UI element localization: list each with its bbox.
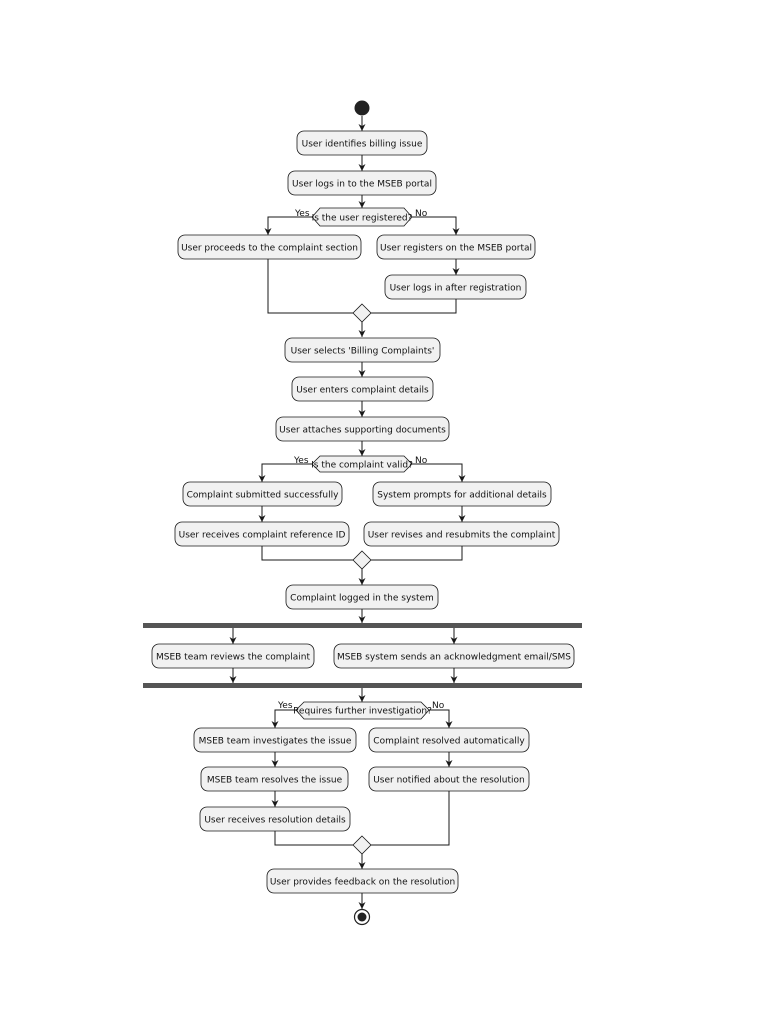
fork-bar: [143, 623, 582, 628]
branch-label-no: No: [432, 701, 445, 711]
activity-team-investigates: MSEB team investigates the issue: [193, 727, 357, 753]
svg-text:User logs in after registratio: User logs in after registration: [390, 284, 522, 294]
activity-receive-reference-id: User receives complaint reference ID: [174, 521, 350, 547]
start-node: [354, 100, 370, 116]
activity-provide-feedback: User provides feedback on the resolution: [266, 868, 459, 894]
svg-text:MSEB team investigates the iss: MSEB team investigates the issue: [199, 737, 352, 747]
activity-login: User logs in to the MSEB portal: [287, 170, 437, 196]
activity-complaint-logged: Complaint logged in the system: [285, 584, 439, 610]
activity-login-after-registration: User logs in after registration: [384, 274, 527, 300]
activity-submitted-successfully: Complaint submitted successfully: [182, 481, 343, 507]
activity-enter-details: User enters complaint details: [291, 376, 434, 402]
svg-text:Complaint logged in the system: Complaint logged in the system: [290, 594, 434, 604]
activity-team-resolves: MSEB team resolves the issue: [200, 766, 349, 792]
svg-text:User registers on the MSEB por: User registers on the MSEB portal: [380, 244, 532, 254]
svg-text:User logs in to the MSEB porta: User logs in to the MSEB portal: [292, 180, 432, 190]
activity-proceed-complaint-section: User proceeds to the complaint section: [177, 234, 362, 260]
svg-text:Is the user registered?: Is the user registered?: [312, 214, 413, 224]
svg-text:User receives complaint refere: User receives complaint reference ID: [179, 531, 346, 541]
branch-label-yes: Yes: [294, 209, 310, 219]
activity-register: User registers on the MSEB portal: [376, 234, 536, 260]
svg-text:User identifies billing issue: User identifies billing issue: [302, 140, 423, 150]
svg-text:User receives resolution detai: User receives resolution details: [204, 816, 346, 826]
svg-text:User enters complaint details: User enters complaint details: [296, 386, 429, 396]
merge-diamond-resolution: [352, 835, 372, 855]
svg-text:MSEB team reviews the complain: MSEB team reviews the complaint: [156, 653, 311, 663]
activity-select-billing-complaints: User selects 'Billing Complaints': [284, 337, 441, 363]
activity-prompt-additional-details: System prompts for additional details: [372, 481, 552, 507]
branch-label-yes: Yes: [277, 701, 293, 711]
svg-text:Complaint submitted successful: Complaint submitted successfully: [187, 491, 340, 501]
activity-identify-issue: User identifies billing issue: [296, 130, 428, 156]
activity-user-notified: User notified about the resolution: [368, 766, 530, 792]
svg-text:User notified about the resolu: User notified about the resolution: [373, 776, 525, 786]
activity-team-reviews: MSEB team reviews the complaint: [151, 643, 315, 669]
branch-label-yes: Yes: [293, 456, 309, 466]
svg-text:User selects 'Billing Complain: User selects 'Billing Complaints': [291, 347, 435, 357]
decision-registered: Is the user registered?: [311, 207, 413, 227]
join-bar: [143, 683, 582, 688]
edges: [229, 116, 466, 909]
svg-text:Requires further investigation: Requires further investigation?: [293, 707, 432, 717]
svg-text:System prompts for additional: System prompts for additional details: [377, 491, 547, 501]
activity-send-acknowledgment: MSEB system sends an acknowledgment emai…: [333, 643, 575, 669]
activity-revise-resubmit: User revises and resubmits the complaint: [363, 521, 560, 547]
decision-investigation: Requires further investigation?: [293, 701, 432, 720]
merge-diamond-registration: [352, 303, 372, 323]
activity-receive-resolution-details: User receives resolution details: [199, 806, 351, 832]
svg-text:Complaint resolved automatical: Complaint resolved automatically: [373, 737, 525, 747]
svg-text:Is the complaint valid?: Is the complaint valid?: [311, 461, 413, 471]
activity-resolved-automatically: Complaint resolved automatically: [368, 727, 530, 753]
svg-text:User proceeds to the complaint: User proceeds to the complaint section: [181, 244, 358, 254]
svg-text:User attaches supporting docum: User attaches supporting documents: [279, 426, 446, 436]
svg-text:User revises and resubmits the: User revises and resubmits the complaint: [368, 531, 556, 541]
decision-complaint-valid: Is the complaint valid?: [311, 455, 413, 473]
merge-diamond-validation: [352, 550, 372, 570]
activity-attach-documents: User attaches supporting documents: [275, 416, 450, 442]
svg-text:User provides feedback on the: User provides feedback on the resolution: [270, 878, 455, 888]
svg-text:MSEB team resolves the issue: MSEB team resolves the issue: [207, 776, 343, 786]
end-node: [353, 908, 371, 926]
svg-text:MSEB system sends an acknowled: MSEB system sends an acknowledgment emai…: [337, 653, 571, 663]
branch-label-no: No: [415, 209, 428, 219]
branch-label-no: No: [415, 456, 428, 466]
